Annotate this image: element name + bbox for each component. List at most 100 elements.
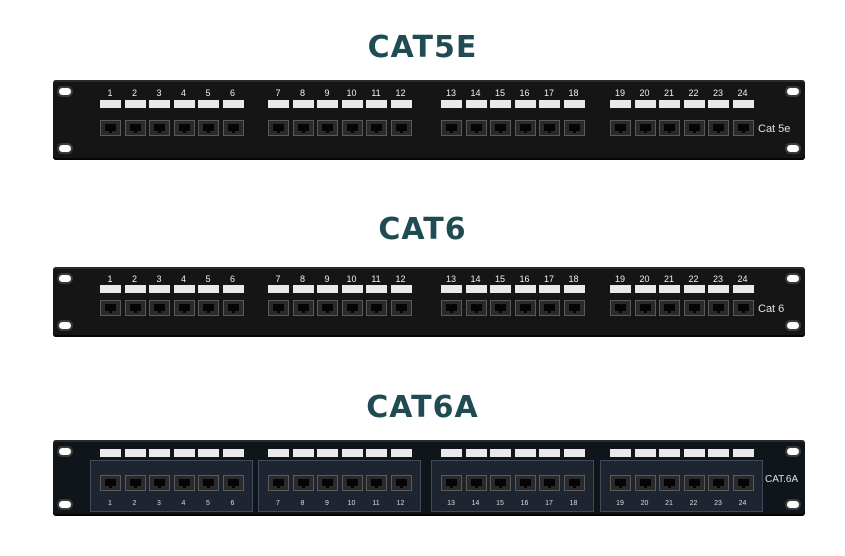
port-number: 22 [688,88,699,98]
title-cat6: CAT6 [378,212,467,247]
port-label-strip [514,100,536,108]
rj45-port [173,475,195,491]
port-number: 5 [206,500,210,507]
port-label-strip [490,285,511,293]
port-label-strip [317,449,338,457]
rj45-port [465,300,487,316]
rj45-port [268,475,289,491]
port-number: 21 [663,274,674,284]
rj45-port [366,475,387,491]
rj45-port [634,120,656,136]
port-number: 20 [639,88,650,98]
mounting-hole [785,273,801,284]
port-label-strip [514,285,536,293]
port-number: 17 [545,500,553,507]
rj45-port [198,300,219,316]
rj45-port [124,475,146,491]
rj45-port [341,475,363,491]
port-label-strip [292,100,314,108]
port-label-strip [610,449,631,457]
rj45-port [441,120,462,136]
rj45-port [610,475,631,491]
port-label-strip [490,100,511,108]
rj45-port [390,120,412,136]
port-label-strip [683,285,705,293]
port-number: 16 [520,500,529,507]
mounting-hole [57,86,73,97]
port-label-strip [124,285,146,293]
port-number: 4 [181,500,186,507]
rj45-port [366,300,387,316]
rj45-port [708,300,729,316]
port-label-strip [149,100,170,108]
mounting-hole [785,320,801,331]
rj45-port [198,475,219,491]
rj45-port [149,120,170,136]
port-number: 6 [229,88,235,98]
rj45-port [732,300,754,316]
rj45-port [634,300,656,316]
rj45-port [514,300,536,316]
port-number: 14 [470,88,481,98]
port-number: 12 [396,500,405,507]
port-number: 8 [299,274,305,284]
port-number: 9 [324,274,330,284]
rj45-port [292,300,314,316]
rj45-port [563,300,585,316]
port-number: 18 [568,274,579,284]
port-number: 4 [180,274,186,284]
port-number: 15 [494,274,505,284]
port-label-strip [198,449,219,457]
rj45-port [100,120,121,136]
port-label-strip [173,100,195,108]
rj45-port [732,120,754,136]
port-number: 21 [663,88,674,98]
port-number: 23 [712,274,723,284]
port-label-strip [100,449,121,457]
rj45-port [490,475,511,491]
rj45-port [390,475,412,491]
mounting-hole [785,86,801,97]
port-number: 7 [276,500,280,507]
port-label-strip [198,100,219,108]
port-number: 17 [543,88,554,98]
port-number: 3 [156,274,162,284]
port-number: 12 [395,88,406,98]
mounting-hole [57,320,73,331]
rj45-port [292,475,314,491]
port-label-strip [732,100,754,108]
port-label-strip [366,100,387,108]
rj45-port [659,300,680,316]
port-label-strip [222,100,244,108]
port-number: 8 [299,88,305,98]
port-number: 1 [108,500,112,507]
port-label-strip [465,449,487,457]
port-number: 13 [445,274,456,284]
rj45-port [198,120,219,136]
port-label-strip [683,100,705,108]
rj45-port [441,300,462,316]
port-number: 23 [714,500,722,507]
port-label-strip [268,449,289,457]
rj45-port [708,475,729,491]
port-number: 24 [738,500,747,507]
port-number: 22 [689,500,698,507]
port-number: 13 [447,500,455,507]
panel-brand-label: CAT.6A [765,474,799,485]
port-label-strip [610,100,631,108]
rj45-port [683,475,705,491]
port-label-strip [366,449,387,457]
port-label-strip [366,285,387,293]
port-label-strip [124,100,146,108]
port-label-strip [268,285,289,293]
rj45-port [659,120,680,136]
port-number: 10 [346,88,357,98]
port-number: 10 [347,500,356,507]
port-number: 5 [205,88,211,98]
port-label-strip [390,100,412,108]
port-label-strip [441,285,462,293]
port-number: 4 [180,88,186,98]
port-label-strip [539,449,560,457]
